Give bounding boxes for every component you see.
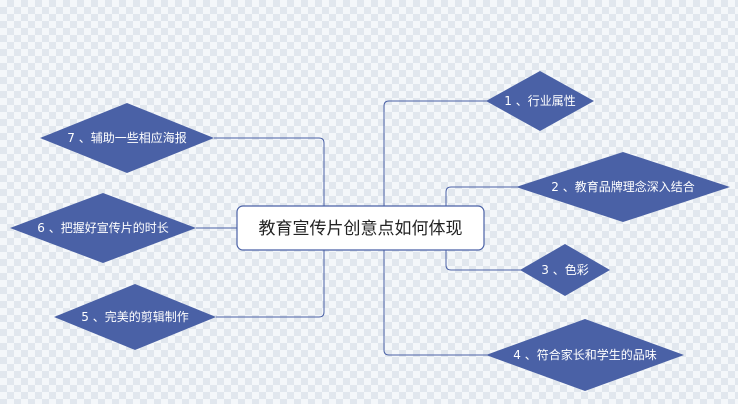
connector-left-5 [216, 228, 325, 318]
node-4[interactable]: 4 、符合家长和学生的品味 [486, 319, 684, 391]
node-7-label: 7 、辅助一些相应海报 [67, 130, 186, 145]
node-6-label: 6 、把握好宣传片的时长 [37, 220, 168, 235]
node-2[interactable]: 2 、教育品牌理念深入结合 [516, 152, 730, 222]
node-5-label: 5 、完美的剪辑制作 [81, 309, 188, 324]
node-7[interactable]: 7 、辅助一些相应海报 [40, 103, 214, 173]
node-6[interactable]: 6 、把握好宣传片的时长 [10, 193, 196, 263]
node-3[interactable]: 3 、色彩 [520, 244, 610, 296]
node-2-label: 2 、教育品牌理念深入结合 [551, 179, 694, 194]
connector-right-4 [383, 220, 490, 356]
node-1-label: 1 、行业属性 [504, 94, 575, 108]
center-label: 教育宣传片创意点如何体现 [259, 219, 463, 239]
node-5[interactable]: 5 、完美的剪辑制作 [54, 284, 216, 350]
connector-right-3 [445, 234, 524, 271]
center-node[interactable]: 教育宣传片创意点如何体现 [236, 205, 485, 251]
connector-right-1 [383, 100, 490, 221]
connectors [196, 100, 524, 356]
node-3-label: 3 、色彩 [541, 263, 588, 277]
node-4-label: 4 、符合家长和学生的品味 [513, 347, 656, 362]
node-1[interactable]: 1 、行业属性 [486, 71, 594, 131]
connector-right-2 [445, 186, 522, 234]
connector-left-7 [214, 137, 325, 229]
